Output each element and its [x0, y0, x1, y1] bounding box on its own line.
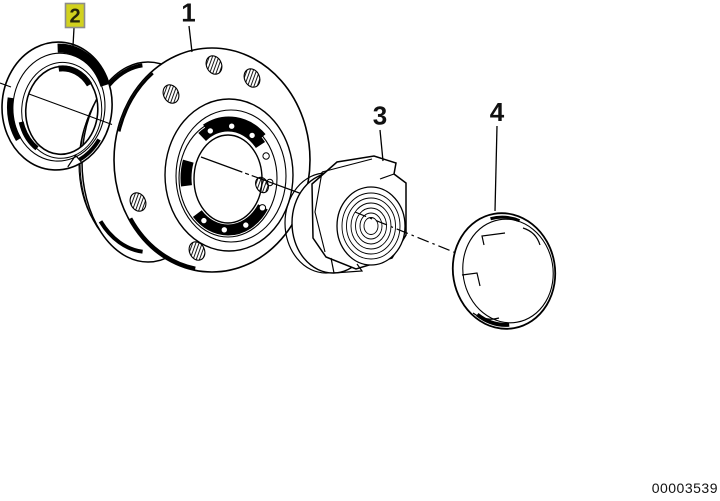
drawing-number: 00003539	[652, 480, 718, 496]
leader-line-2	[72, 27, 75, 47]
callout-label-2[interactable]: 2	[69, 6, 80, 28]
collar-nut-drawing	[284, 155, 407, 274]
callout-1[interactable]: 1	[181, 0, 196, 53]
leader-line-3	[379, 129, 384, 162]
leader-line-4	[494, 125, 498, 212]
nut-face	[336, 186, 406, 266]
axis-centerline-dashdot	[354, 211, 457, 254]
seal-ring-drawing	[1, 41, 113, 171]
callout-3[interactable]: 3	[373, 101, 387, 162]
callout-4[interactable]: 4	[490, 97, 505, 212]
leader-line-1	[188, 25, 193, 53]
bolt-hole	[129, 192, 147, 212]
callout-highlight-box[interactable]	[64, 2, 86, 29]
wheel-hub-drawing	[78, 47, 311, 273]
bolt-hole	[243, 68, 261, 88]
bearing-race-shading	[180, 120, 276, 236]
bolt-hole	[188, 241, 206, 261]
cap-outline	[451, 212, 557, 330]
bolt-hole	[205, 55, 223, 75]
callout-label-3[interactable]: 3	[373, 101, 387, 131]
dust-cap-drawing	[451, 212, 557, 330]
callout-label-1[interactable]: 1	[181, 0, 195, 28]
nut-threads	[341, 192, 401, 260]
callout-label-4[interactable]: 4	[490, 97, 505, 127]
bolt-hole	[162, 84, 180, 104]
callout-2-highlighted[interactable]: 2	[64, 2, 86, 47]
bearing-balls	[200, 122, 274, 234]
